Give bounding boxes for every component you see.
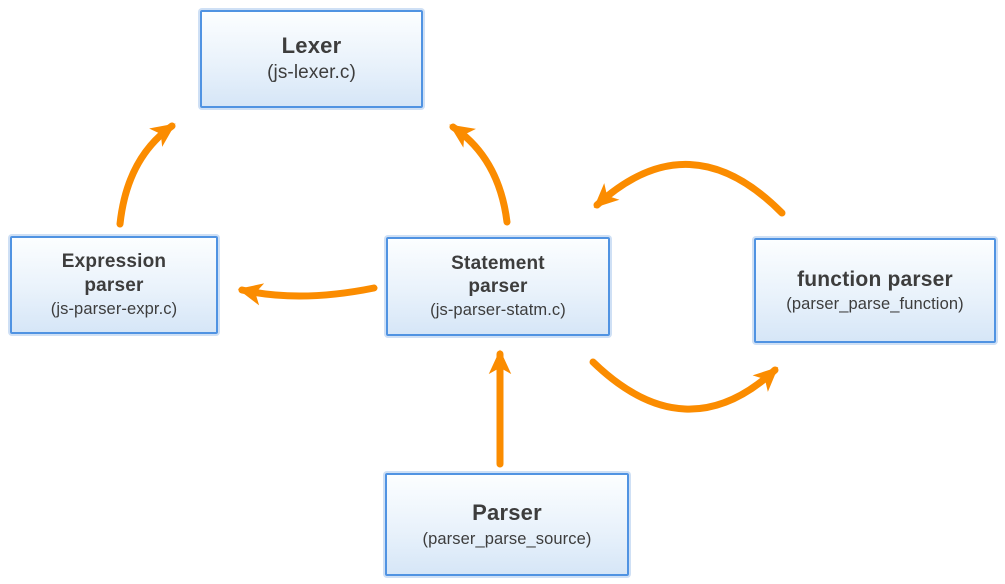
node-function-parser: function parser (parser_parse_function): [754, 238, 996, 343]
edge-statement-parser-to-function-parser-arrow: [589, 358, 779, 413]
node-parser: Parser (parser_parse_source): [385, 473, 629, 576]
node-lexer-title: Lexer: [281, 33, 342, 59]
node-statement-parser: Statement parser (js-parser-statm.c): [386, 237, 610, 336]
edge-expression-parser-to-lexer-arrow: [116, 122, 176, 228]
node-function-parser-title: function parser: [797, 267, 953, 291]
node-parser-subtitle: (parser_parse_source): [422, 529, 592, 548]
node-statement-parser-subtitle: (js-parser-statm.c): [430, 301, 566, 320]
node-expression-parser-title: Expression parser: [61, 251, 167, 296]
node-lexer: Lexer (js-lexer.c): [200, 10, 423, 108]
edge-statement-parser-to-lexer-arrow: [449, 123, 511, 226]
node-lexer-subtitle: (js-lexer.c): [267, 61, 356, 83]
node-expression-parser-subtitle: (js-parser-expr.c): [50, 299, 178, 318]
edge-function-parser-to-statement-parser-arrow: [593, 161, 786, 217]
node-parser-title: Parser: [472, 500, 542, 526]
edge-statement-parser-to-expression-parser-arrow: [237, 283, 378, 306]
node-expression-parser: Expression parser (js-parser-expr.c): [10, 236, 218, 334]
node-statement-parser-title: Statement parser: [451, 252, 545, 298]
node-function-parser-subtitle: (parser_parse_function): [786, 295, 964, 314]
